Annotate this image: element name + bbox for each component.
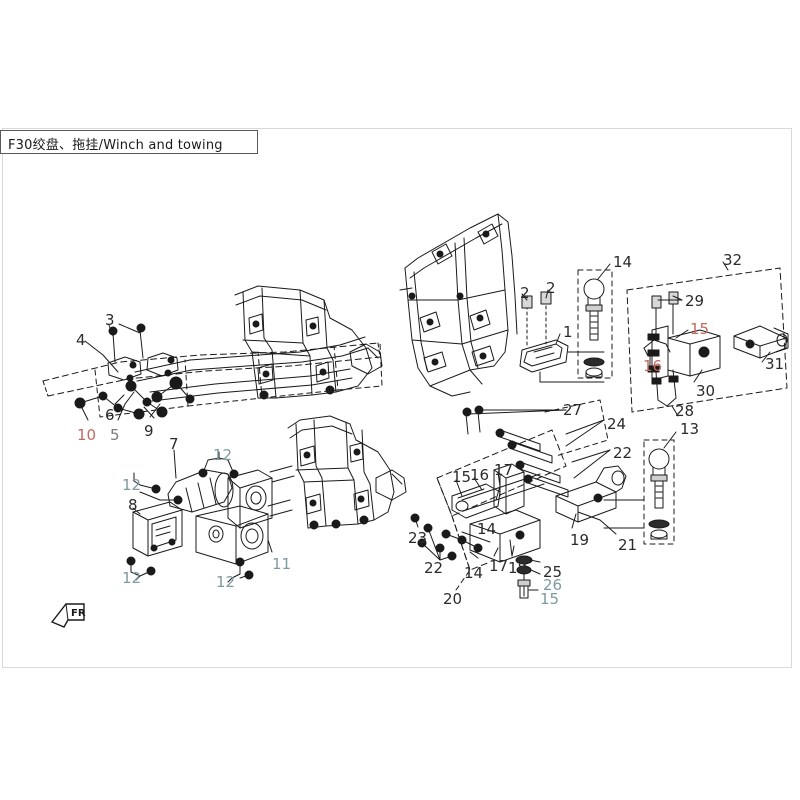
callout-number-6: 6 bbox=[105, 406, 115, 424]
callout-number-16: 16 bbox=[643, 357, 663, 375]
callout-number-13: 13 bbox=[680, 420, 700, 438]
callout-number-12: 12 bbox=[213, 446, 233, 464]
callout-number-31: 31 bbox=[765, 355, 785, 373]
sheet-frame bbox=[2, 128, 792, 668]
callout-number-9: 9 bbox=[144, 422, 154, 440]
callout-number-18: 18 bbox=[508, 559, 528, 577]
callout-number-25: 25 bbox=[543, 563, 563, 581]
callout-number-28: 28 bbox=[675, 402, 695, 420]
callout-number-11: 11 bbox=[272, 555, 292, 573]
fr-label: FR bbox=[71, 608, 86, 619]
callout-number-27: 27 bbox=[563, 401, 583, 419]
hitch-receiver-assembly-right bbox=[626, 261, 789, 417]
callout-number-24: 24 bbox=[607, 415, 627, 433]
callout-number-1: 1 bbox=[563, 323, 573, 341]
callout-number-2: 2 bbox=[546, 279, 556, 297]
callout-number-12: 12 bbox=[216, 573, 236, 591]
towball-mount-plate-assembly bbox=[519, 289, 605, 383]
front-frame-left-assembly bbox=[42, 323, 383, 421]
callout-number-7: 7 bbox=[169, 435, 179, 453]
hitch-detail-assembly-center bbox=[410, 399, 627, 599]
callout-number-22: 22 bbox=[613, 444, 633, 462]
towball-item13-group bbox=[603, 431, 677, 545]
title-plate: F30绞盘、拖挂/Winch and towing bbox=[0, 130, 258, 154]
callout-number-15: 15 bbox=[540, 590, 560, 608]
callout-number-12: 12 bbox=[122, 569, 142, 587]
callout-number-8: 8 bbox=[128, 496, 138, 514]
callout-number-29: 29 bbox=[685, 292, 705, 310]
callout-number-10: 10 bbox=[77, 426, 97, 444]
callout-number-5: 5 bbox=[110, 426, 120, 444]
callout-number-16: 16 bbox=[470, 466, 490, 484]
front-chassis-detail bbox=[267, 415, 407, 530]
callout-number-14: 14 bbox=[477, 520, 497, 538]
callout-number-17: 17 bbox=[489, 557, 509, 575]
callout-number-15: 15 bbox=[690, 320, 710, 338]
callout-number-22: 22 bbox=[424, 559, 444, 577]
rear-subframe-detail bbox=[399, 213, 518, 397]
callout-number-19: 19 bbox=[570, 531, 590, 549]
callout-number-15: 15 bbox=[452, 468, 472, 486]
callout-number-4: 4 bbox=[76, 331, 86, 349]
front-direction-marker: FR bbox=[50, 600, 88, 630]
towball-item14-group bbox=[577, 263, 613, 379]
callout-number-30: 30 bbox=[696, 382, 716, 400]
callout-number-12: 12 bbox=[122, 476, 142, 494]
callout-number-23: 23 bbox=[408, 529, 428, 547]
callout-number-14: 14 bbox=[613, 253, 633, 271]
callout-number-26: 26 bbox=[543, 576, 563, 594]
callout-number-20: 20 bbox=[443, 590, 463, 608]
winch-assembly bbox=[126, 449, 273, 583]
callout-number-17: 17 bbox=[494, 461, 514, 479]
callout-number-2: 2 bbox=[520, 284, 530, 302]
callout-number-21: 21 bbox=[618, 536, 638, 554]
callout-number-3: 3 bbox=[105, 311, 115, 329]
rear-frame-assembly bbox=[234, 285, 383, 400]
callout-number-32: 32 bbox=[723, 251, 743, 269]
callout-number-14: 14 bbox=[464, 564, 484, 582]
page-title: F30绞盘、拖挂/Winch and towing bbox=[8, 138, 223, 153]
